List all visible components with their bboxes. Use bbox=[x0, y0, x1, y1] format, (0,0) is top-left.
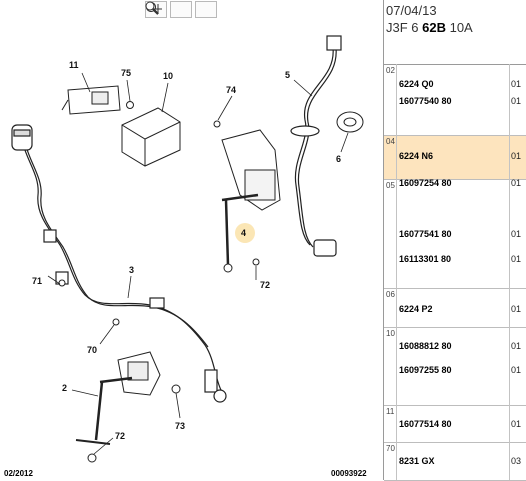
part-group-number: 06 bbox=[386, 290, 395, 299]
callout-label[interactable]: 71 bbox=[32, 276, 43, 286]
part-row[interactable]: 6224 P2 01 bbox=[384, 304, 526, 318]
zoom-pan-button[interactable] bbox=[145, 1, 217, 18]
part-group-number: 05 bbox=[386, 181, 395, 190]
part-row[interactable]: 16088812 80 01 bbox=[384, 341, 526, 355]
grommet-6-drawing bbox=[336, 111, 364, 133]
part-reference[interactable]: 16077541 80 bbox=[399, 229, 452, 239]
part-group-number: 70 bbox=[386, 444, 395, 453]
part-quantity: 01 bbox=[511, 151, 522, 161]
part-quantity: 03 bbox=[511, 456, 522, 466]
part-row[interactable]: 6224 Q0 01 bbox=[384, 79, 526, 93]
part-row[interactable]: 16097254 80 01 bbox=[384, 178, 526, 192]
part-row[interactable]: 16077540 80 01 bbox=[384, 96, 526, 110]
screw-75-drawing bbox=[126, 101, 134, 109]
part-group[interactable]: 10 16088812 80 01 16097255 80 01 bbox=[384, 328, 526, 406]
part-reference[interactable]: 16113301 80 bbox=[399, 254, 452, 264]
callout-label[interactable]: 70 bbox=[87, 345, 98, 355]
zoom-toolbar bbox=[145, 1, 217, 18]
part-group-number: 04 bbox=[386, 137, 395, 146]
model-prefix: J3F 6 bbox=[386, 20, 423, 35]
part-quantity: 01 bbox=[511, 365, 522, 375]
callout-label[interactable]: 5 bbox=[285, 70, 291, 80]
ecu-10-drawing bbox=[121, 107, 181, 167]
part-reference[interactable]: 8231 GX bbox=[399, 456, 435, 466]
part-reference[interactable]: 6224 Q0 bbox=[399, 79, 434, 89]
part-group[interactable]: 11 16077514 80 01 bbox=[384, 406, 526, 443]
part-quantity: 01 bbox=[511, 79, 522, 89]
callout-label[interactable]: 10 bbox=[163, 71, 174, 81]
catalog-date: 07/04/13 bbox=[386, 3, 437, 18]
part-group-number: 02 bbox=[386, 66, 395, 75]
part-group-number: 11 bbox=[386, 407, 395, 416]
part-quantity: 01 bbox=[511, 304, 522, 314]
callout-label[interactable]: 73 bbox=[175, 421, 186, 431]
part-row[interactable]: 16077541 80 01 bbox=[384, 229, 526, 243]
exploded-parts-diagram: 11 75 10 74 5 6 4 3 71 70 2 72 73 72 02/… bbox=[4, 1, 367, 478]
callout-label[interactable]: 72 bbox=[115, 431, 126, 441]
callout-label[interactable]: 72 bbox=[260, 280, 271, 290]
part-quantity: 01 bbox=[511, 254, 522, 264]
part-quantity: 01 bbox=[511, 178, 522, 188]
part-reference[interactable]: 16097255 80 bbox=[399, 365, 452, 375]
part-reference[interactable]: 16097254 80 bbox=[399, 178, 452, 188]
part-group[interactable]: 04 6224 N6 01 16097254 80 01 bbox=[384, 136, 526, 188]
callout-label[interactable]: 6 bbox=[336, 154, 342, 164]
callout-label[interactable]: 4 bbox=[241, 228, 247, 238]
part-group[interactable]: 05 16077541 80 01 16113301 80 01 bbox=[384, 180, 526, 289]
callout-label[interactable]: 11 bbox=[69, 60, 79, 70]
sensor-cable-5-drawing bbox=[290, 35, 342, 257]
zoom-pan-icon bbox=[145, 1, 162, 14]
table-column-rule bbox=[396, 64, 397, 480]
part-row[interactable]: 6224 N6 01 bbox=[384, 151, 526, 165]
part-group[interactable]: 70 8231 GX 03 bbox=[384, 443, 526, 481]
callout-leaders bbox=[47, 72, 349, 455]
parts-illustration bbox=[11, 35, 364, 463]
zoom-out-button[interactable] bbox=[146, 1, 192, 18]
height-sensor-2-drawing bbox=[58, 279, 181, 463]
callout-label[interactable]: 75 bbox=[121, 68, 132, 78]
height-sensor-4-drawing bbox=[213, 120, 281, 273]
diagram-date: 02/2012 bbox=[4, 469, 33, 478]
selected-part-highlight bbox=[235, 223, 255, 243]
table-column-rule bbox=[509, 64, 510, 480]
model-code: J3F 6 62B 10A bbox=[386, 20, 473, 35]
table-top-rule bbox=[384, 64, 526, 65]
part-quantity: 01 bbox=[511, 341, 522, 351]
model-bold: 62B bbox=[422, 20, 446, 35]
part-group-number: 10 bbox=[386, 329, 395, 338]
part-row[interactable]: 16113301 80 01 bbox=[384, 254, 526, 268]
bracket-11-drawing bbox=[61, 85, 121, 115]
callout-label[interactable]: 2 bbox=[62, 383, 68, 393]
callout-label[interactable]: 74 bbox=[226, 85, 237, 95]
part-reference[interactable]: 16088812 80 bbox=[399, 341, 452, 351]
part-group[interactable]: 06 6224 P2 01 bbox=[384, 289, 526, 328]
part-reference[interactable]: 6224 P2 bbox=[399, 304, 433, 314]
part-row[interactable]: 8231 GX 03 bbox=[384, 456, 526, 470]
diagram-reference: 00093922 bbox=[331, 469, 367, 478]
callout-label[interactable]: 3 bbox=[129, 265, 135, 275]
part-reference[interactable]: 16077514 80 bbox=[399, 419, 452, 429]
part-quantity: 01 bbox=[511, 96, 522, 106]
part-reference[interactable]: 6224 N6 bbox=[399, 151, 434, 161]
part-group[interactable]: 02 6224 Q0 01 16077540 80 01 bbox=[384, 65, 526, 136]
part-reference[interactable]: 16077540 80 bbox=[399, 96, 452, 106]
panel-divider bbox=[383, 0, 384, 480]
model-suffix: 10A bbox=[445, 20, 473, 35]
part-quantity: 01 bbox=[511, 229, 522, 239]
part-row[interactable]: 16097255 80 01 bbox=[384, 365, 526, 379]
part-quantity: 01 bbox=[511, 419, 522, 429]
part-row[interactable]: 16077514 80 01 bbox=[384, 419, 526, 433]
